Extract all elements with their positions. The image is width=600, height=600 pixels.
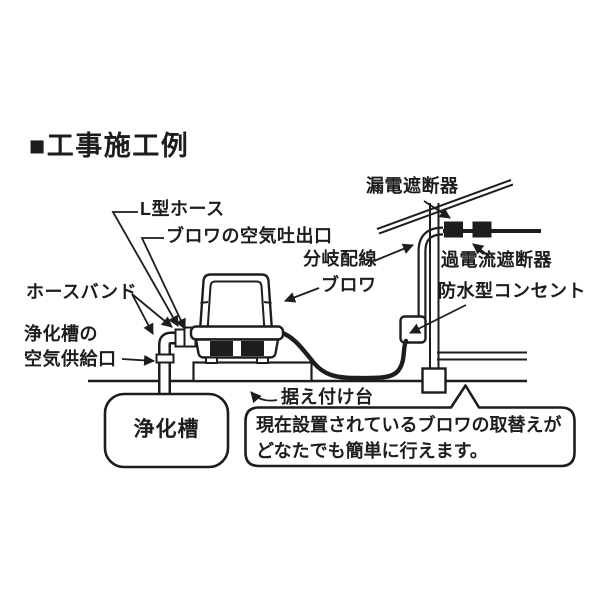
label-branch-wiring: 分岐配線 bbox=[303, 249, 377, 269]
label-septic-tank-supply-line1: 浄化槽の bbox=[24, 324, 98, 344]
leader-hose-band-2 bbox=[131, 293, 173, 328]
blower-body bbox=[194, 338, 280, 359]
label-mounting-base: 据え付け台 bbox=[281, 387, 374, 407]
septic-tank bbox=[103, 392, 230, 469]
waterproof-outlet-box bbox=[399, 315, 427, 344]
leader-l-hose bbox=[111, 211, 179, 327]
branch-conduit bbox=[417, 226, 444, 320]
leader-waterproof-outlet bbox=[409, 304, 467, 334]
wall-edge-lines bbox=[437, 351, 527, 361]
label-overcurrent-breaker: 過電流遮断器 bbox=[441, 250, 552, 270]
blower-lid bbox=[189, 325, 285, 341]
leader-blower bbox=[284, 287, 320, 303]
leader-supply-port bbox=[121, 354, 155, 366]
earth-leakage-breaker-box bbox=[444, 221, 463, 238]
note-text-line1: 現在設置されているブロワの取替えが bbox=[256, 415, 562, 435]
label-blower-air-outlet: ブロワの空気吐出口 bbox=[166, 226, 333, 246]
leader-leakage-breaker bbox=[423, 200, 451, 219]
note-bubble bbox=[244, 384, 576, 468]
mounting-base bbox=[192, 361, 313, 383]
power-cable bbox=[277, 329, 409, 381]
label-hose-band: ホースバンド bbox=[26, 282, 137, 302]
l-hose-pipe bbox=[158, 331, 191, 393]
label-l-hose: L型ホース bbox=[140, 199, 225, 219]
label-septic-tank-supply-line2: 空気供給口 bbox=[24, 349, 117, 369]
leader-branch-wiring bbox=[373, 243, 414, 262]
label-septic-tank-supply: 浄化槽の 空気供給口 bbox=[24, 322, 117, 372]
page-title: ■工事施工例 bbox=[29, 131, 190, 161]
pole-foundation bbox=[421, 367, 447, 394]
callout-leaders bbox=[111, 200, 491, 404]
leader-mounting-base bbox=[250, 391, 278, 404]
note-text-line2: どなたでも簡単に行えます。 bbox=[256, 441, 488, 461]
label-waterproof-outlet: 防水型コンセント bbox=[438, 281, 586, 301]
blower-unit bbox=[189, 273, 285, 364]
label-earth-leakage-breaker: 漏電遮断器 bbox=[366, 176, 459, 196]
leader-hose-band-1 bbox=[131, 293, 154, 335]
utility-pole bbox=[429, 203, 440, 372]
overcurrent-breaker-box bbox=[472, 221, 492, 238]
label-septic-tank: 浄化槽 bbox=[133, 418, 200, 441]
label-blower: ブロワ bbox=[321, 275, 377, 295]
leader-overcurrent-breaker bbox=[472, 243, 491, 258]
blower-handle bbox=[198, 273, 274, 332]
leader-air-outlet bbox=[140, 237, 186, 330]
